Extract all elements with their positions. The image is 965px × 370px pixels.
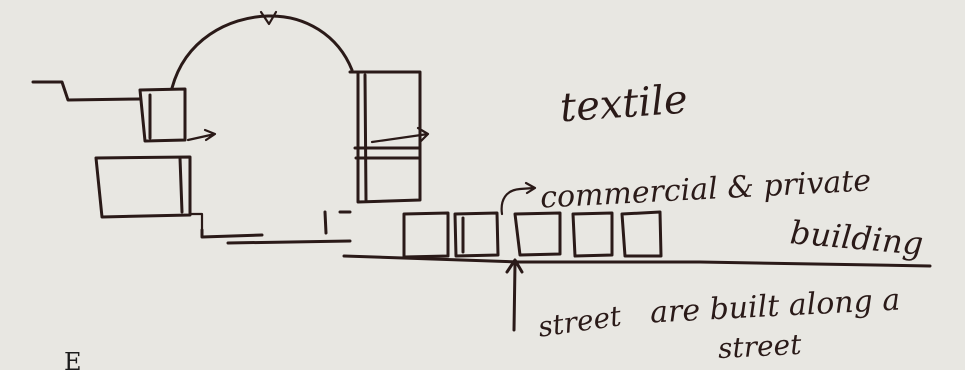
street-building-1 xyxy=(404,213,448,257)
left-step-line xyxy=(33,82,140,100)
street-building-5 xyxy=(622,212,661,256)
street-building-3 xyxy=(515,213,560,255)
base-wall-step xyxy=(190,214,202,230)
street-arrow xyxy=(507,260,522,330)
textile-label: textile xyxy=(559,80,689,129)
figure-letter: E xyxy=(64,350,82,370)
left-tower-arrow xyxy=(188,130,215,140)
arch-keystone xyxy=(261,12,276,24)
gateway-arch xyxy=(172,16,352,88)
street-building-2 xyxy=(455,213,498,256)
left-tower-lower xyxy=(96,157,190,217)
commercial-arrow xyxy=(502,183,535,214)
street-building-4 xyxy=(573,213,612,256)
left-tower-upper xyxy=(140,89,185,141)
base-wall xyxy=(202,212,350,243)
street-bottom-label: street xyxy=(717,331,802,363)
